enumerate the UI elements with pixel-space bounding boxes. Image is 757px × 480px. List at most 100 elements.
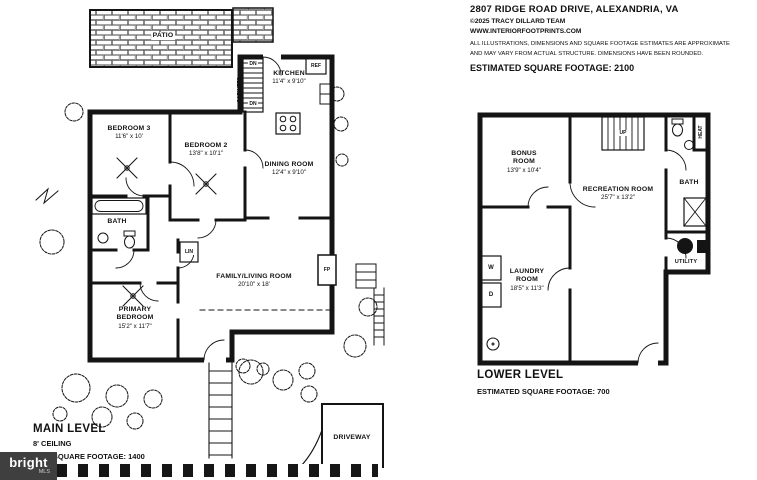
room-name: RECREATION ROOM xyxy=(582,186,654,193)
tree-icon xyxy=(358,297,378,317)
room-name: FAMILY/LIVING ROOM xyxy=(216,273,292,280)
room-label-recreation: RECREATION ROOM 25'7" x 13'2" xyxy=(581,186,655,203)
room-label-kitchen: KITCHEN 11'4" x 9'10" xyxy=(272,70,305,87)
linen-label: LIN xyxy=(183,249,195,255)
room-label-family: FAMILY/LIVING ROOM 20'10" x 18' xyxy=(216,273,291,290)
door-arcs xyxy=(115,56,282,361)
room-dims: 18'5" x 11'3" xyxy=(510,284,544,292)
mls-logo-primary: bright xyxy=(9,455,48,471)
water-heater-icon xyxy=(677,238,706,254)
tree-icon xyxy=(298,362,316,380)
tree-icon xyxy=(143,389,163,409)
lower-level-plan xyxy=(477,112,711,367)
tree-icon xyxy=(61,373,91,403)
interior-walls xyxy=(88,110,334,362)
fireplace-label: FP xyxy=(322,267,332,273)
washer-icon xyxy=(480,255,502,281)
mls-logo: bright MLS xyxy=(0,452,57,480)
refrigerator-icon xyxy=(305,57,327,75)
room-dims: 15'2" x 11'7" xyxy=(118,322,152,330)
ceiling-fan-icon xyxy=(195,173,217,195)
tree-icon xyxy=(105,384,129,408)
dryer-icon xyxy=(480,282,502,308)
tree-icon xyxy=(238,359,264,385)
door-opening xyxy=(263,53,281,61)
mls-logo-secondary: MLS xyxy=(38,469,50,476)
bath-sink-icon xyxy=(684,140,694,150)
bathtub-icon xyxy=(91,197,147,215)
room-name: BEDROOM 3 xyxy=(107,125,151,132)
toilet-icon xyxy=(671,118,684,137)
main-level-plan xyxy=(35,7,385,468)
patio-bricks-extension xyxy=(232,7,274,43)
ceiling-fan-icon xyxy=(116,157,138,179)
room-label-bonus: BONUS ROOM 13'9" x 10'4" xyxy=(501,150,547,175)
copyright-line: ©2025 TRACY DILLARD TEAM xyxy=(470,18,566,25)
trees xyxy=(39,86,378,430)
cabinets-label: CABINETS xyxy=(237,77,243,103)
kitchen-sink-icon xyxy=(319,83,331,105)
disclaimer-line-1: ALL ILLUSTRATIONS, DIMENSIONS AND SQUARE… xyxy=(470,41,730,47)
room-dims: 13'8" x 10'1" xyxy=(189,150,223,158)
room-dims: 12'4" x 9'10" xyxy=(272,169,306,177)
room-name: KITCHEN xyxy=(273,70,305,77)
website-line: WWW.INTERIORFOOTPRINTS.COM xyxy=(470,28,582,35)
heat-label: HEAT xyxy=(698,125,704,139)
tree-icon xyxy=(235,358,251,374)
patio-area xyxy=(89,7,274,68)
room-label-bedroom3: BEDROOM 3 11'6" x 10' xyxy=(108,125,151,142)
room-name: DINING ROOM xyxy=(264,161,314,168)
tree-icon xyxy=(52,406,68,422)
room-name: PATIO xyxy=(151,32,175,41)
tree-icon xyxy=(91,406,113,428)
stove-icon xyxy=(275,112,301,135)
tree-icon xyxy=(343,334,367,358)
tree-icon xyxy=(329,86,345,102)
barcode-strip xyxy=(57,464,378,477)
lower-level-title: LOWER LEVEL xyxy=(477,369,564,381)
room-name: BEDROOM 2 xyxy=(184,142,228,149)
tree-icon xyxy=(256,362,270,376)
laundry-sink-icon xyxy=(486,337,500,351)
room-label-bedroom2: BEDROOM 2 13'8" x 10'1" xyxy=(185,142,228,159)
door-opening xyxy=(638,359,658,367)
tree-icon xyxy=(126,412,144,430)
ceiling-fan-icon xyxy=(122,285,144,307)
door-arcs xyxy=(527,149,687,364)
room-label-utility: UTILITY xyxy=(673,259,699,266)
room-label-laundry: LAUNDRY ROOM 18'5" x 11'3" xyxy=(500,268,554,293)
tree-icon xyxy=(300,385,318,403)
tree-icon xyxy=(335,153,349,167)
room-name: DRIVEWAY xyxy=(333,434,371,441)
stairs-up-label: UP xyxy=(618,130,628,136)
room-name: BATH xyxy=(107,218,127,225)
refrigerator-label: REF xyxy=(311,63,321,69)
tree-icon xyxy=(64,102,84,122)
room-label-patio: PATIO xyxy=(151,32,175,41)
lower-level-sqft: ESTIMATED SQUARE FOOTAGE: 700 xyxy=(477,387,610,396)
disclaimer-line-2: AND MAY VARY FROM ACTUAL STRUCTURE. DIME… xyxy=(470,51,704,57)
interior-walls xyxy=(478,113,710,365)
fence-line xyxy=(35,187,385,346)
tree-icon xyxy=(272,369,294,391)
side-steps xyxy=(355,263,377,289)
stairs-down-label-upper: DN xyxy=(247,61,259,67)
linen-closet xyxy=(179,241,199,263)
room-label-bath-lower: BATH xyxy=(679,179,698,187)
door-opening xyxy=(204,356,226,364)
main-level-title: MAIN LEVEL xyxy=(33,423,106,435)
room-dims: 13'9" x 10'4" xyxy=(507,166,541,174)
washer-label: W xyxy=(488,265,494,271)
front-walkway xyxy=(208,362,233,459)
room-name: UTILITY xyxy=(673,259,699,266)
stairs-down-label-lower: DN xyxy=(247,101,259,107)
tree-icon xyxy=(333,116,349,132)
room-label-bath-main: BATH xyxy=(107,218,126,226)
room-dims: 11'4" x 9'10" xyxy=(272,78,306,86)
main-level-sqft: ESTIMATED SQUARE FOOTAGE: 1400 xyxy=(8,452,145,461)
room-name: PRIMARY BEDROOM xyxy=(116,306,154,322)
room-name: LAUNDRY ROOM xyxy=(509,268,545,284)
room-name: BATH xyxy=(679,179,699,186)
toilet-icon xyxy=(123,230,136,249)
